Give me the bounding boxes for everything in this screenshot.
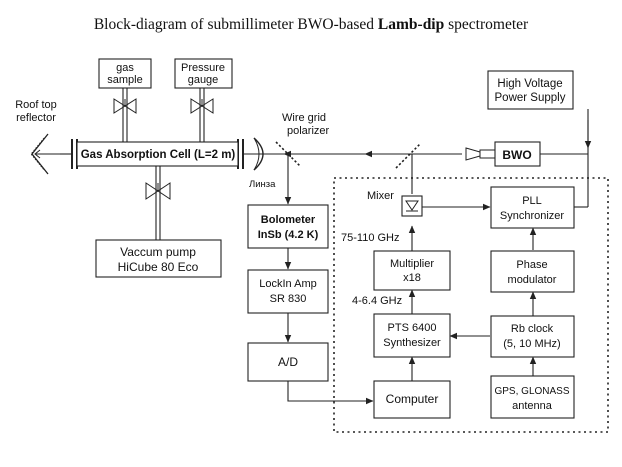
rb-clock-box xyxy=(490,315,575,358)
phase-mod-label: Phase xyxy=(516,259,547,271)
freq-75-110-label: 75-110 GHz xyxy=(341,232,400,244)
wire-grid-label: Wire grid xyxy=(282,112,326,124)
gps-label: GPS, GLONASS xyxy=(494,386,569,397)
mixer-beam-splitter xyxy=(395,143,421,169)
valve-pressure-icon xyxy=(190,98,214,114)
hv-power-supply-box xyxy=(487,70,574,110)
diagram-title: Block-diagram of submillimeter BWO-based… xyxy=(94,16,529,33)
freq-4-6-label: 4-6.4 GHz xyxy=(352,295,402,307)
pts-synthesizer-box xyxy=(373,313,451,358)
valve-vacuum-icon xyxy=(145,182,171,200)
pts-label: PTS 6400 xyxy=(388,322,437,334)
hv-supply-label-2: Power Supply xyxy=(495,92,566,104)
gps-antenna-box xyxy=(490,375,575,419)
gas-sample-label-2: sample xyxy=(107,74,142,86)
lens-label: Линза xyxy=(249,179,276,190)
wire-grid-polarizer xyxy=(275,141,301,167)
bwo-horn-icon xyxy=(465,147,496,161)
gas-sample-label: gas xyxy=(116,62,134,74)
lockin-amp-box xyxy=(247,269,329,314)
ad-converter-box xyxy=(247,342,329,382)
gas-sample-box xyxy=(98,58,152,89)
pll-label-2: Synchronizer xyxy=(500,210,565,222)
lockin-label: LockIn Amp xyxy=(259,278,316,290)
pressure-gauge-label: Pressure xyxy=(181,62,225,74)
vacuum-pump-label-2: HiCube 80 Eco xyxy=(118,260,199,274)
lockin-label-2: SR 830 xyxy=(270,293,307,305)
roof-top-label: Roof top xyxy=(15,99,57,111)
bwo-box xyxy=(494,141,541,167)
mixer-icon xyxy=(401,195,423,217)
pll-label: PLL xyxy=(522,195,542,207)
pressure-gauge-label-2: gauge xyxy=(188,74,219,86)
roof-top-reflector-icon xyxy=(30,133,60,175)
multiplier-label-2: x18 xyxy=(403,272,421,284)
bolometer-label-2: InSb (4.2 K) xyxy=(258,229,319,241)
rb-clock-label-2: (5, 10 MHz) xyxy=(503,338,560,350)
computer-box xyxy=(373,380,451,419)
pressure-gauge-box xyxy=(174,58,233,89)
ad-label: A/D xyxy=(278,355,298,369)
pll-synchronizer-box xyxy=(490,186,575,229)
bolometer-label: Bolometer xyxy=(261,214,316,226)
phase-modulator-box xyxy=(490,250,575,293)
bwo-label: BWO xyxy=(502,148,531,162)
multiplier-box xyxy=(373,250,451,291)
bolometer-box xyxy=(247,204,329,249)
rb-clock-label: Rb clock xyxy=(511,323,554,335)
vacuum-pump-box xyxy=(95,239,222,278)
roof-top-label-2: reflector xyxy=(16,112,56,124)
pts-label-2: Synthesizer xyxy=(383,337,441,349)
multiplier-label: Multiplier xyxy=(390,258,434,270)
gas-cell-label: Gas Absorption Cell (L=2 m) xyxy=(81,149,236,161)
gas-absorption-cell-box xyxy=(76,141,239,167)
lens-icon xyxy=(253,137,264,171)
wire-grid-label-2: polarizer xyxy=(287,125,330,137)
valve-gas-icon xyxy=(113,98,137,114)
hv-supply-label: High Voltage xyxy=(497,78,562,90)
computer-label: Computer xyxy=(386,392,439,406)
phase-mod-label-2: modulator xyxy=(508,274,557,286)
gps-label-2: antenna xyxy=(512,400,553,412)
vacuum-pump-label: Vaccum pump xyxy=(120,245,196,259)
mixer-label: Mixer xyxy=(367,190,394,202)
